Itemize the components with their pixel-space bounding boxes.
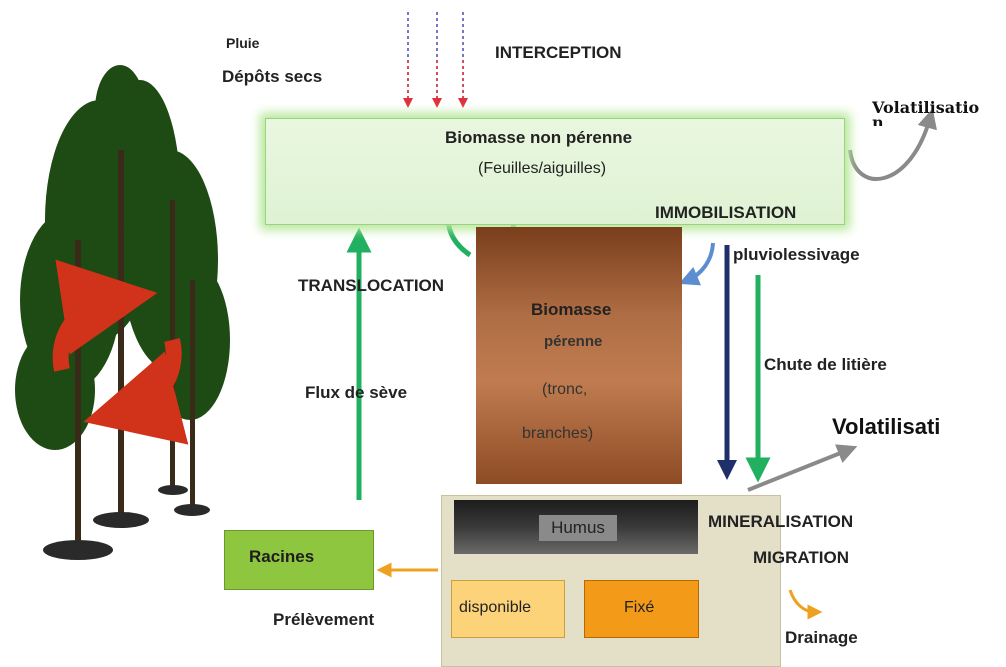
volatilisation-top-wrap-label: n: [872, 116, 884, 126]
interception-arrows: [403, 12, 468, 108]
disponible-label: disponible: [459, 599, 532, 616]
volatilisation-top-arrow: [848, 108, 937, 181]
biomasse-perenne-line2: pérenne: [544, 333, 603, 350]
pluviolessivage-label: pluviolessivage: [733, 245, 860, 264]
racines-label: Racines: [249, 547, 315, 566]
flux-seve-label: Flux de sève: [305, 383, 408, 402]
drainage-arrow: [788, 589, 823, 620]
pluviolessivage-small-arrow: [678, 242, 715, 286]
chute-litiere-label: Chute de litière: [764, 355, 887, 374]
biomasse-non-perenne-box: [265, 118, 845, 225]
depots-secs-label: Dépôts secs: [222, 67, 323, 86]
drainage-label: Drainage: [785, 628, 858, 647]
volatilisation-top-label: Volatilisatio: [872, 98, 980, 117]
biomasse-non-perenne-title: Biomasse non pérenne: [445, 128, 633, 147]
nutrient-cycle-icon: [52, 259, 189, 445]
pluie-label: Pluie: [226, 35, 260, 51]
trees-illustration: [15, 65, 230, 560]
migration-label: MIGRATION: [753, 548, 850, 567]
biomasse-perenne-line3: (tronc,: [542, 381, 588, 398]
humus-label: Humus: [539, 515, 617, 541]
interception-label: INTERCEPTION: [495, 43, 622, 62]
biomasse-perenne-line1: Biomasse: [531, 300, 612, 319]
immobilisation-label: IMMOBILISATION: [655, 203, 797, 222]
disponible-box: disponible: [451, 580, 565, 638]
fixe-box: Fixé: [584, 580, 699, 638]
mineralisation-label: MINERALISATION: [708, 512, 854, 531]
volatilisation-mid-label: Volatilisati: [832, 414, 941, 439]
translocation-label: TRANSLOCATION: [298, 276, 445, 295]
fixe-label: Fixé: [624, 599, 655, 616]
biomasse-perenne-line4: branches): [522, 425, 594, 442]
prelevement-label: Prélèvement: [273, 610, 375, 629]
biomasse-non-perenne-subtitle: (Feuilles/aiguilles): [478, 160, 607, 177]
racines-box: Racines: [224, 530, 374, 590]
volatilisation-mid-arrow: [747, 444, 858, 492]
biomasse-perenne-box: [476, 227, 682, 484]
